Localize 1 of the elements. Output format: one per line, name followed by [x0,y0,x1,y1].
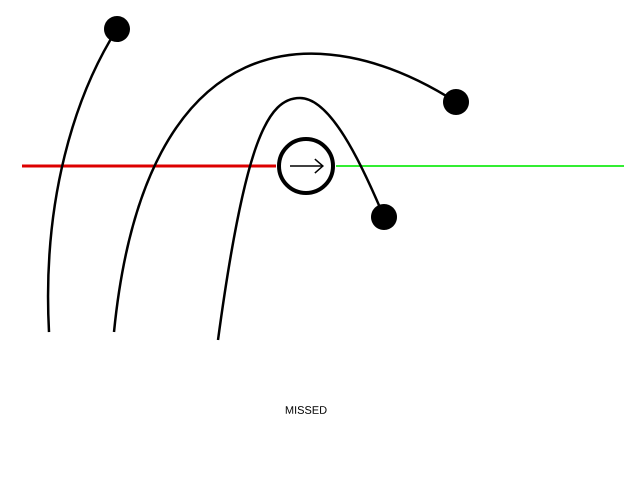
caption-text: MISSED [286,406,327,414]
